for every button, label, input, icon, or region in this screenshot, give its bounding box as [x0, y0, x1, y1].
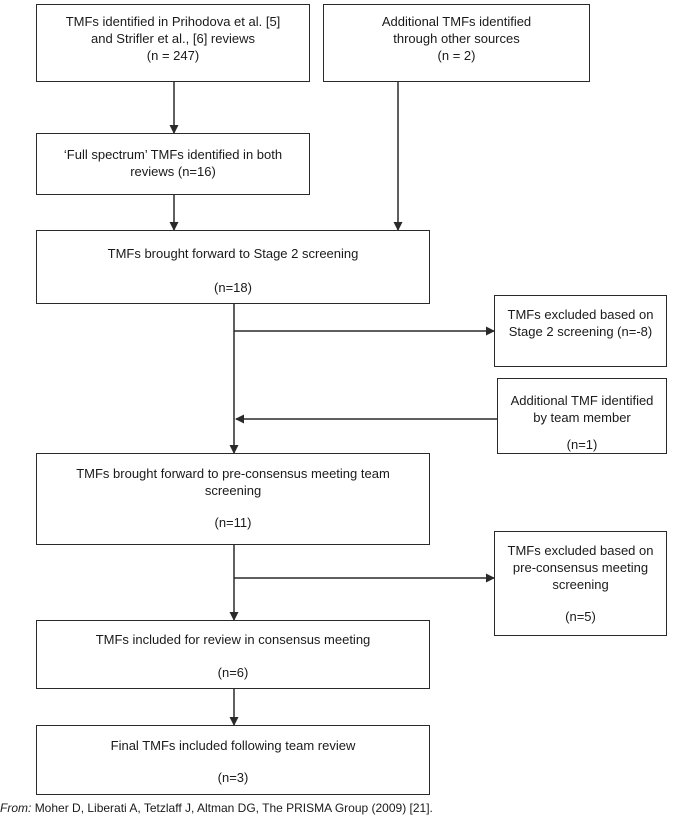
- box-pre-consensus-count: (n=11): [214, 515, 252, 530]
- box-excluded-pre-count: (n=5): [565, 609, 596, 624]
- box-other-line2: through other sources: [393, 31, 520, 46]
- box-consensus-count: (n=6): [217, 665, 249, 680]
- box-stage2-count: (n=18): [214, 280, 252, 295]
- box-team-member-line1: Additional TMF identified: [510, 393, 654, 408]
- box-team-member-line2: by team member: [533, 410, 631, 425]
- box-excluded-pre-line2: pre-consensus meeting: [512, 560, 649, 575]
- box-reviews-identified: TMFs identified in Prihodova et al. [5] …: [36, 4, 310, 82]
- box-excluded-pre-line3: screening: [552, 577, 609, 592]
- box-full-spectrum: ‘Full spectrum’ TMFs identified in both …: [36, 133, 310, 195]
- box-full-spectrum-line1: ‘Full spectrum’ TMFs identified in both: [63, 147, 283, 162]
- box-reviews-line1: TMFs identified in Prihodova et al. [5]: [65, 14, 281, 29]
- box-stage2: TMFs brought forward to Stage 2 screenin…: [36, 230, 430, 304]
- box-team-member-count: (n=1): [566, 437, 598, 452]
- box-reviews-line2: and Strifler et al., [6] reviews: [90, 31, 255, 46]
- box-excluded-pre-consensus: TMFs excluded based on pre-consensus mee…: [494, 531, 667, 636]
- box-other-count: (n = 2): [437, 48, 476, 63]
- box-other-line1: Additional TMFs identified: [381, 14, 532, 29]
- source-text: Moher D, Liberati A, Tetzlaff J, Altman …: [34, 801, 433, 815]
- box-consensus-line1: TMFs included for review in consensus me…: [95, 632, 371, 647]
- box-other-sources: Additional TMFs identified through other…: [323, 4, 590, 82]
- box-reviews-count: (n = 247): [146, 48, 200, 63]
- box-team-member: Additional TMF identified by team member…: [497, 378, 667, 454]
- box-pre-consensus-line2: screening: [204, 483, 262, 498]
- box-excluded-stage2: TMFs excluded based on Stage 2 screening…: [494, 295, 667, 367]
- box-stage2-line1: TMFs brought forward to Stage 2 screenin…: [107, 246, 359, 261]
- source-label: From:: [0, 801, 32, 815]
- box-excluded-stage2-line2: Stage 2 screening (n=-8): [508, 324, 653, 339]
- box-pre-consensus: TMFs brought forward to pre-consensus me…: [36, 453, 430, 545]
- box-final-line1: Final TMFs included following team revie…: [110, 738, 356, 753]
- box-pre-consensus-line1: TMFs brought forward to pre-consensus me…: [76, 466, 390, 481]
- source-citation: From: Moher D, Liberati A, Tetzlaff J, A…: [0, 801, 433, 815]
- box-final-count: (n=3): [217, 770, 249, 785]
- box-excluded-pre-line1: TMFs excluded based on: [507, 543, 654, 558]
- box-full-spectrum-line2: reviews (n=16): [130, 164, 216, 179]
- box-excluded-stage2-line1: TMFs excluded based on: [507, 307, 654, 322]
- box-consensus: TMFs included for review in consensus me…: [36, 620, 430, 689]
- box-final: Final TMFs included following team revie…: [36, 725, 430, 795]
